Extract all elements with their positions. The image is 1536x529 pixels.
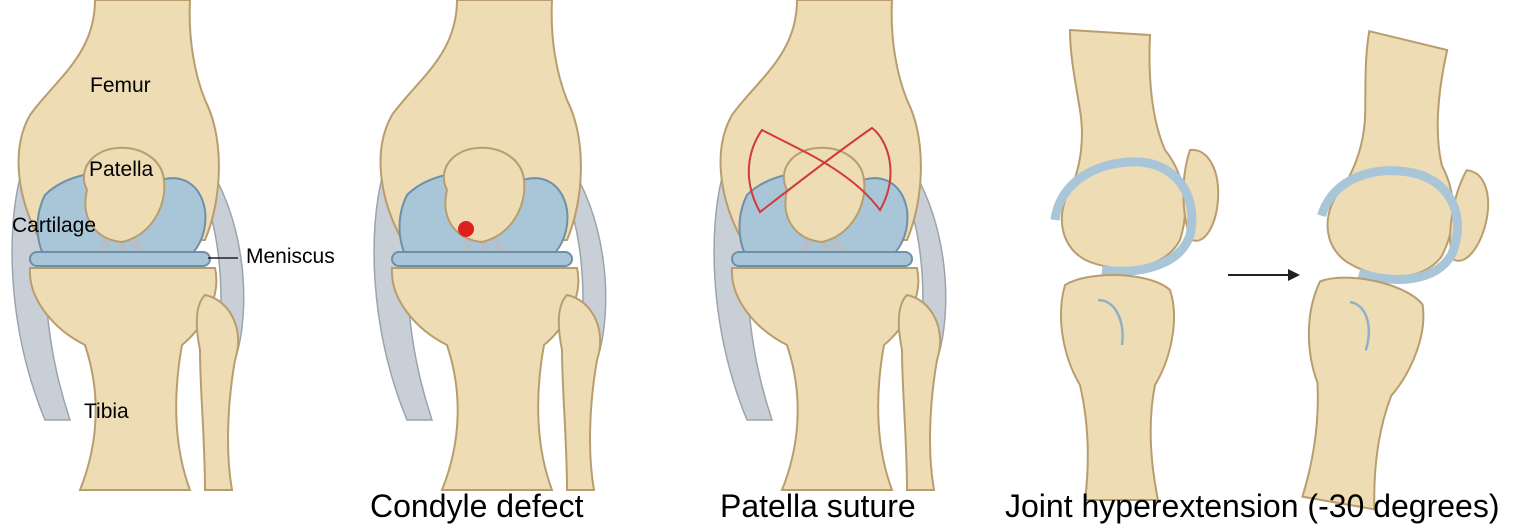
arrow-icon [1228, 269, 1300, 281]
tibia-label: Tibia [84, 400, 129, 424]
patella-label: Patella [89, 158, 153, 182]
knee-side-normal [1055, 30, 1218, 500]
caption-joint-hyperextension: Joint hyperextension (-30 degrees) [1005, 488, 1500, 525]
meniscus-label: Meniscus [246, 245, 335, 269]
caption-patella-suture: Patella suture [720, 488, 916, 525]
knee-panel-patella-suture [714, 0, 946, 490]
femur-label: Femur [90, 74, 151, 98]
cartilage-label: Cartilage [12, 214, 96, 238]
knee-side-hyperextended [1273, 29, 1515, 520]
condyle-defect-marker [458, 221, 474, 237]
caption-condyle-defect: Condyle defect [370, 488, 583, 525]
knee-panel-condyle-defect [374, 0, 606, 490]
